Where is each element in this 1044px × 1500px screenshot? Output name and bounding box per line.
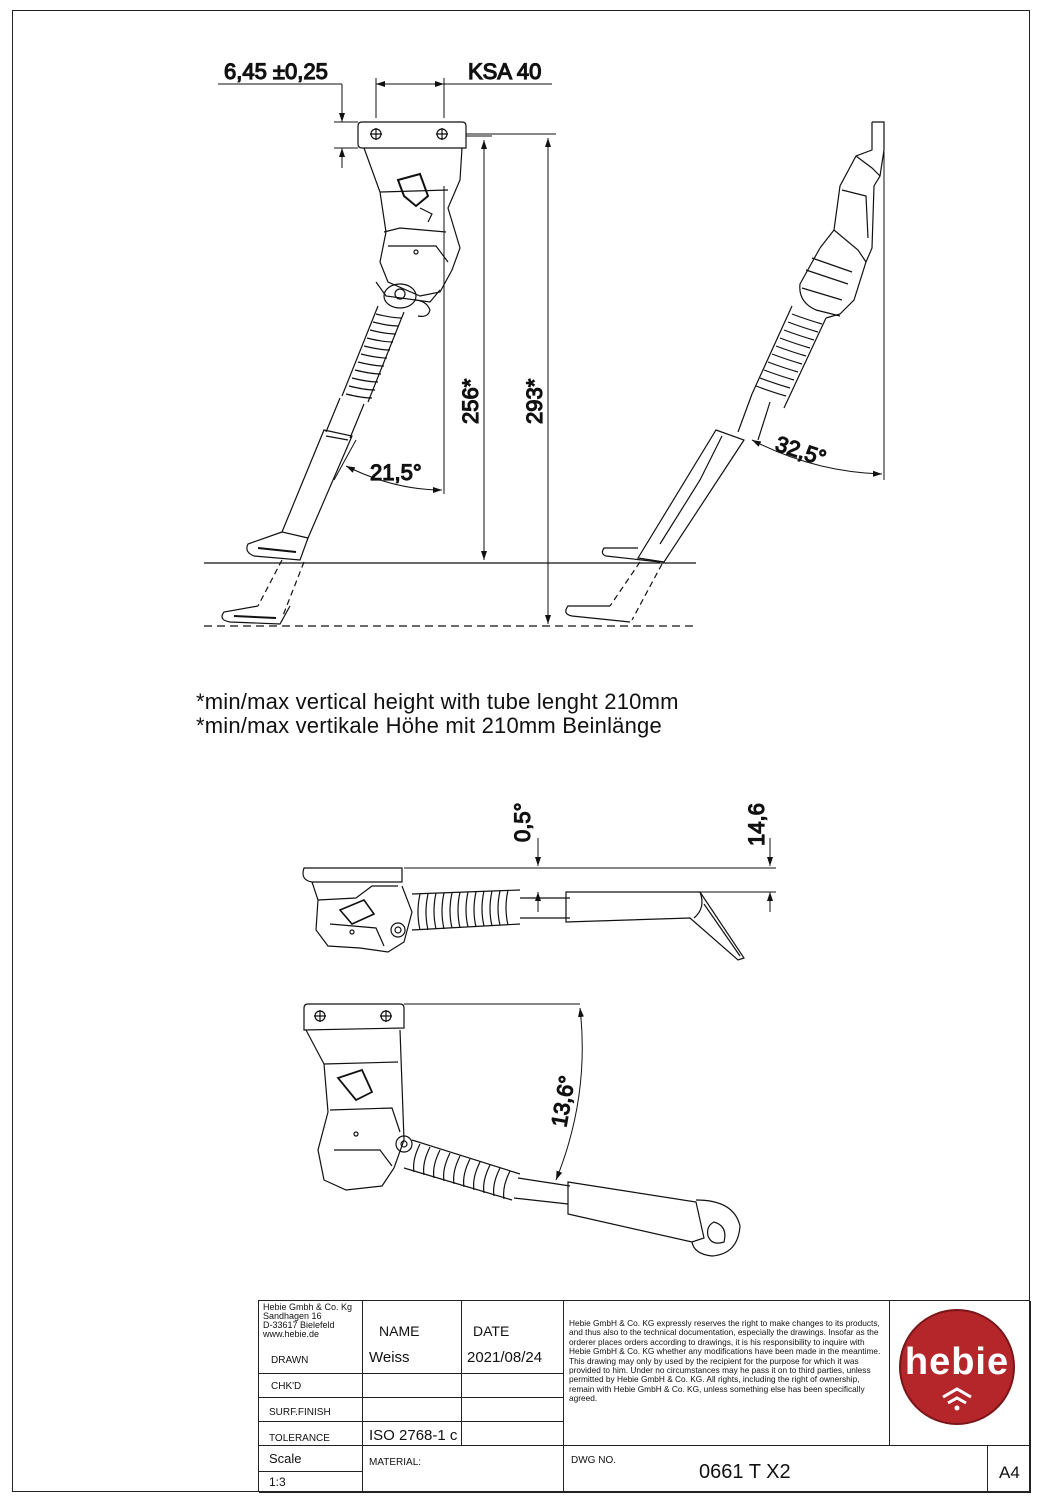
dim-height-max: 293* [522, 378, 547, 424]
surface-finish-label: SURF.FINISH [269, 1407, 331, 1418]
logo-text: hebie [904, 1341, 1010, 1383]
note-english: *min/max vertical height with tube lengh… [196, 689, 679, 714]
grid-line [889, 1301, 890, 1445]
drawn-label: DRAWN [271, 1355, 309, 1366]
drawing-number: 0661 T X2 [699, 1461, 791, 1483]
wifi-icon [942, 1387, 972, 1411]
sheet-size: A4 [999, 1463, 1020, 1482]
scale-value: 1:3 [269, 1475, 286, 1489]
note-german: *min/max vertikale Höhe mit 210mm Beinlä… [196, 713, 662, 738]
drawing-frame [12, 10, 1030, 1492]
company-address: Hebie Gmbh & Co. Kg Sandhagen 16 D-33617… [263, 1302, 353, 1339]
top-view-dimensions [404, 838, 776, 912]
dim-ksa: KSA 40 [468, 59, 541, 84]
dim-angle-side: 32,5° [772, 431, 829, 471]
top-spring [411, 889, 521, 931]
grid-line [259, 1397, 563, 1398]
checked-label: CHK'D [271, 1381, 302, 1392]
bottom-spring [403, 1139, 521, 1201]
dim-angle-top: 0,5° [510, 803, 535, 842]
title-block: Hebie Gmbh & Co. Kg Sandhagen 16 D-33617… [258, 1300, 1031, 1493]
dim-angle-front: 21,5° [370, 460, 422, 485]
grid-line [259, 1492, 1031, 1493]
dim-offset: 6,45 ±0,25 [224, 59, 328, 84]
side-view-kickstand [565, 121, 885, 623]
dim-offset-top: 14,6 [744, 803, 769, 846]
grid-line [987, 1445, 988, 1492]
drawn-date: 2021/08/24 [467, 1349, 543, 1366]
dim-height-min: 256* [458, 378, 483, 424]
bottom-view-dimensions [404, 1003, 584, 1181]
front-view-kickstand [221, 121, 467, 625]
tolerance-value: ISO 2768-1 c [369, 1427, 458, 1444]
drawing-number-label: DWG NO. [571, 1455, 616, 1466]
tolerance-label: TOLERANCE [269, 1433, 330, 1444]
hebie-logo: hebie [899, 1309, 1015, 1425]
top-view-kickstand [302, 867, 745, 961]
bottom-view-kickstand [303, 1003, 741, 1257]
front-view-dimensions [218, 78, 556, 624]
grid-line [362, 1445, 363, 1492]
material-label: MATERIAL: [369, 1457, 422, 1468]
grid-line [259, 1471, 362, 1472]
grid-line [1030, 1301, 1031, 1492]
grid-line [259, 1445, 1031, 1446]
drawn-name: Weiss [369, 1349, 410, 1366]
grid-line [259, 1373, 563, 1374]
date-header: DATE [473, 1323, 510, 1339]
grid-line [259, 1421, 563, 1422]
disclaimer-text: Hebie GmbH & Co. KG expressly reserves t… [569, 1318, 881, 1404]
side-spring [751, 305, 827, 409]
scale-label: Scale [269, 1451, 302, 1466]
name-header: NAME [379, 1323, 420, 1339]
side-view-dimensions [751, 150, 885, 480]
grid-line [563, 1301, 564, 1492]
front-spring [341, 305, 405, 403]
